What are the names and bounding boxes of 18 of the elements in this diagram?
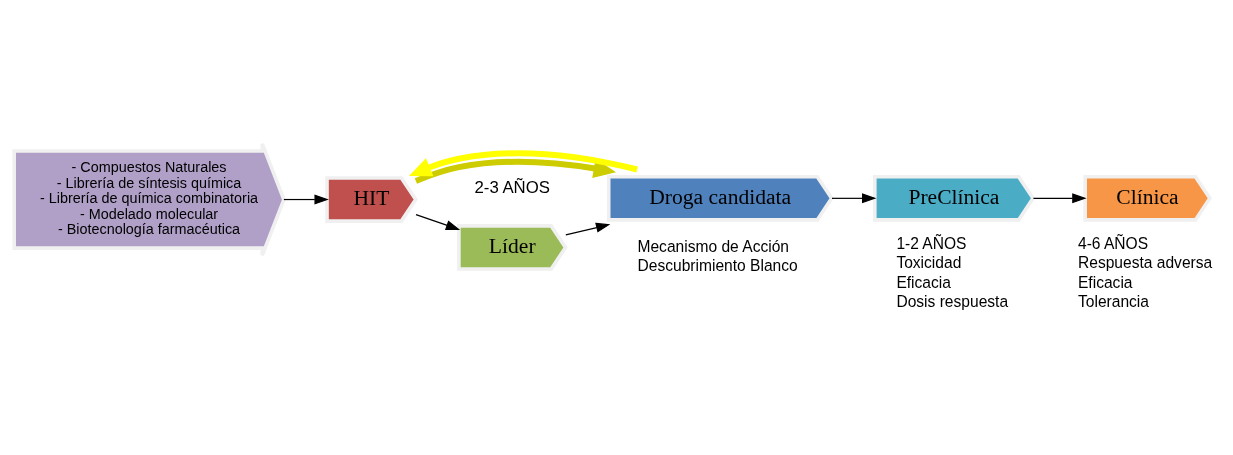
node-label: Descubrimiento Blanco	[637, 256, 798, 274]
arrow	[408, 149, 638, 176]
arrow	[414, 158, 617, 184]
arrow	[283, 194, 329, 205]
arrow	[565, 222, 611, 236]
node-label: Tolerancia	[1077, 292, 1149, 310]
node-label: 4-6 AÑOS	[1077, 234, 1149, 252]
arrow	[415, 213, 461, 230]
node-label: Eficacia	[1077, 273, 1133, 291]
node-label: Mecanismo de Acción	[637, 237, 790, 255]
node-label: Respuesta adversa	[1077, 253, 1213, 271]
label: 2-3 AÑOS	[474, 177, 550, 197]
node-label: Toxicidad	[896, 253, 962, 271]
arrow	[831, 192, 877, 203]
node-label: Dosis respuesta	[896, 292, 1009, 310]
node-label: 1-2 AÑOS	[896, 234, 967, 252]
node-label: Eficacia	[896, 273, 951, 291]
arrow	[1032, 192, 1087, 203]
